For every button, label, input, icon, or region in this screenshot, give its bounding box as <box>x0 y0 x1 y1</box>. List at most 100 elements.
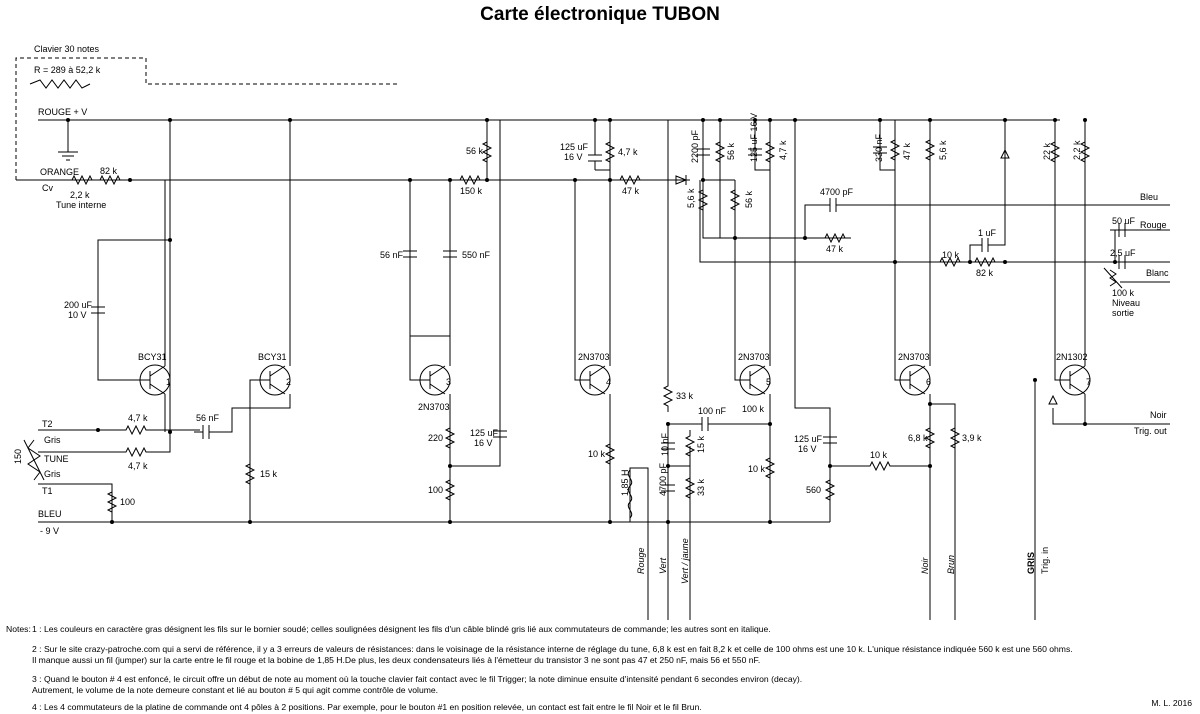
label-r56k-d: 56 k <box>744 190 754 208</box>
label-tune: TUNE <box>44 454 69 464</box>
label-q6: 2N3703 <box>898 352 930 362</box>
wire-noir: Noir <box>920 556 930 574</box>
wire-vert-jaune: Vert / jaune <box>680 538 690 584</box>
label-c125-2: 125 uF 16 V <box>749 113 759 162</box>
label-r68k: 6,8 k <box>908 433 928 443</box>
label-r82k: 82 k <box>976 268 994 278</box>
label-c4700: 4700 pF <box>820 187 854 197</box>
label-r33k-a: 33 k <box>676 391 694 401</box>
label-r47k-e: 47 k <box>826 244 844 254</box>
label-c50: 50 uF <box>1112 216 1136 226</box>
label-gris1: Gris <box>44 435 61 445</box>
label-c330: 330 nF <box>874 133 884 162</box>
label-tune-interne: Tune interne <box>56 200 106 210</box>
note-1: 1 : Les couleurs en caractère gras désig… <box>32 624 771 634</box>
label-r47k-f: 4,7 k <box>128 413 148 423</box>
label-r56k-a: 56 k <box>466 146 484 156</box>
label-trig-out: Trig. out <box>1134 426 1167 436</box>
label-n2: 2 <box>286 377 291 387</box>
label-r56k-b: 56 k <box>726 142 736 160</box>
junction-dots <box>66 118 1117 524</box>
label-r10k-b: 10 k <box>588 449 606 459</box>
label-r100k: 100 k <box>742 404 765 414</box>
label-n6: 6 <box>926 377 931 387</box>
label-noir-r: Noir <box>1150 410 1167 420</box>
label-orange: ORANGE <box>40 167 79 177</box>
label-n3: 3 <box>446 377 451 387</box>
label-n5: 5 <box>766 377 771 387</box>
label-r82k: 82 k <box>100 166 118 176</box>
label-r47k-c: 4,7 k <box>778 140 788 160</box>
label-t2: T2 <box>42 419 53 429</box>
label-m9v: - 9 V <box>40 526 59 536</box>
label-r56k-c: 5,6 k <box>686 188 696 208</box>
label-bcy2: BCY31 <box>258 352 287 362</box>
wire-brun: Brun <box>946 555 956 574</box>
label-r150: 150 <box>13 449 23 464</box>
label-t1: T1 <box>42 486 53 496</box>
label-c100nf: 100 nF <box>698 406 727 416</box>
label-cv: Cv <box>42 183 53 193</box>
label-r47k-a: 4,7 k <box>618 147 638 157</box>
label-r15k-b: 15 k <box>696 435 706 453</box>
page-title: Carte électronique TUBON <box>480 4 720 25</box>
label-q4: 2N3703 <box>578 352 610 362</box>
note-2: 2 : Sur le site crazy-patroche.com qui a… <box>32 644 1073 665</box>
label-r220: 220 <box>428 433 443 443</box>
label-n4: 4 <box>606 377 611 387</box>
label-c2200: 2200 pF <box>690 129 700 163</box>
label-r560: 560 <box>806 485 821 495</box>
label-bleu-r: Bleu <box>1140 192 1158 202</box>
note-3: 3 : Quand le bouton # 4 est enfoncé, le … <box>32 674 803 695</box>
label-r47k-g: 4,7 k <box>128 461 148 471</box>
label-r-clavier: R = 289 à 52,2 k <box>34 65 101 75</box>
wire-rouge: Rouge <box>636 547 646 574</box>
label-r100-b: 100 <box>428 485 443 495</box>
label-r47k-d: 47 k <box>902 142 912 160</box>
label-r47k-b: 47 k <box>622 186 640 196</box>
label-r22k: 2,2 k <box>70 190 90 200</box>
signature: M. L. 2016 <box>1151 698 1192 708</box>
label-r22k-b: 22 k <box>1042 142 1052 160</box>
label-niveau: Niveau <box>1112 298 1140 308</box>
label-c25: 2,5 uF <box>1110 248 1136 258</box>
label-c125-1v: 16 V <box>564 152 583 162</box>
wire-trig-in: Trig. in <box>1040 547 1050 574</box>
label-bcy1: BCY31 <box>138 352 167 362</box>
label-c125-4v: 16 V <box>798 444 817 454</box>
label-r15k: 15 k <box>260 469 278 479</box>
label-r22k-c: 2,2 k <box>1072 140 1082 160</box>
label-c200v: 10 V <box>68 310 87 320</box>
label-r39k: 3,9 k <box>962 433 982 443</box>
note-4: 4 : Les 4 commutateurs de la platine de … <box>32 702 702 712</box>
label-bleu: BLEU <box>38 509 62 519</box>
label-r10k-a: 10 k <box>942 250 960 260</box>
notes-section: Notes: 1 : Les couleurs en caractère gra… <box>0 622 1200 714</box>
label-rouge-v: ROUGE + V <box>38 107 87 117</box>
label-c125-3v: 16 V <box>474 438 493 448</box>
keyboard-box <box>15 57 400 180</box>
label-c550nf: 550 nF <box>462 250 491 260</box>
label-c125-3: 125 uF <box>470 428 499 438</box>
label-c125-1: 125 uF <box>560 142 589 152</box>
label-r33k-b: 33 k <box>696 478 706 496</box>
label-rouge-r: Rouge <box>1140 220 1167 230</box>
label-c56nf-b: 56 nF <box>196 413 220 423</box>
label-q3: 2N3703 <box>418 402 450 412</box>
label-r100k-niveau: 100 k <box>1112 288 1135 298</box>
label-blanc: Blanc <box>1146 268 1169 278</box>
label-gris2: Gris <box>44 469 61 479</box>
label-r10k-c: 10 k <box>748 464 766 474</box>
label-c125-4: 125 uF <box>794 434 823 444</box>
label-q7: 2N1302 <box>1056 352 1088 362</box>
label-r150k: 150 k <box>460 186 483 196</box>
wire-gris: GRIS <box>1026 552 1036 574</box>
notes-label: Notes: <box>6 624 31 634</box>
label-c10nf: 10 nF <box>660 432 670 456</box>
wire-vert: Vert <box>658 557 668 574</box>
label-r10k-d: 10 k <box>870 450 888 460</box>
label-r56k-e: 5,6 k <box>938 140 948 160</box>
label-l185: 1,85 H <box>620 469 630 496</box>
label-n7: 7 <box>1086 377 1091 387</box>
label-c56nf: 56 nF <box>380 250 404 260</box>
